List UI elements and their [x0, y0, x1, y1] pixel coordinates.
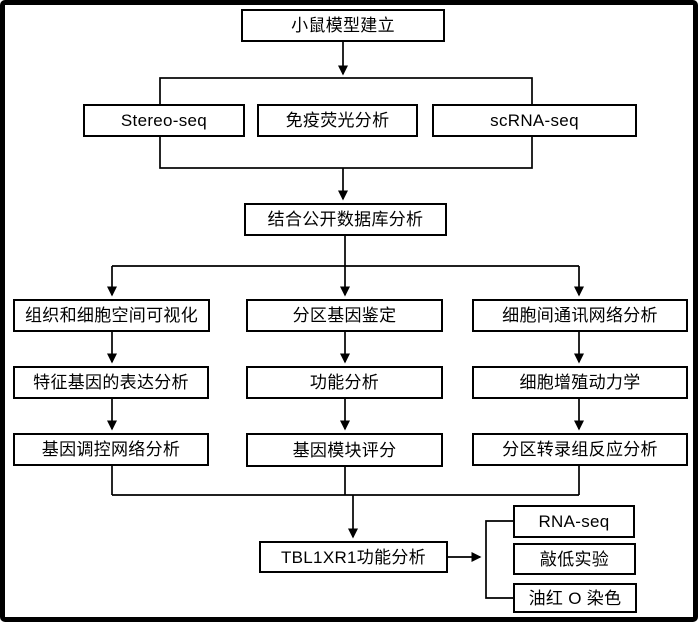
- node-oil-red-o: 油红 O 染色: [513, 583, 637, 613]
- node-cell-comm-network: 细胞间通讯网络分析: [472, 299, 688, 332]
- node-spatial-visualization: 组织和细胞空间可视化: [13, 299, 210, 332]
- node-gene-module-score: 基因模块评分: [246, 433, 443, 467]
- node-gene-regulatory: 基因调控网络分析: [13, 433, 209, 466]
- node-zonal-transcriptome: 分区转录组反应分析: [472, 433, 688, 466]
- node-functional-analysis: 功能分析: [246, 366, 443, 399]
- node-scrna-seq: scRNA-seq: [432, 104, 637, 137]
- node-rna-seq: RNA-seq: [513, 505, 635, 538]
- node-tbl1xr1-analysis: TBL1XR1功能分析: [259, 541, 448, 573]
- node-immunofluorescence: 免疫荧光分析: [257, 104, 418, 137]
- node-feature-gene-expr: 特征基因的表达分析: [13, 366, 209, 399]
- node-zonal-gene-id: 分区基因鉴定: [246, 299, 443, 332]
- node-mouse-model: 小鼠模型建立: [241, 9, 445, 42]
- node-knockdown: 敲低实验: [513, 543, 636, 575]
- node-stereo-seq: Stereo-seq: [83, 104, 245, 137]
- node-proliferation: 细胞增殖动力学: [472, 366, 688, 399]
- node-db-analysis: 结合公开数据库分析: [244, 203, 447, 236]
